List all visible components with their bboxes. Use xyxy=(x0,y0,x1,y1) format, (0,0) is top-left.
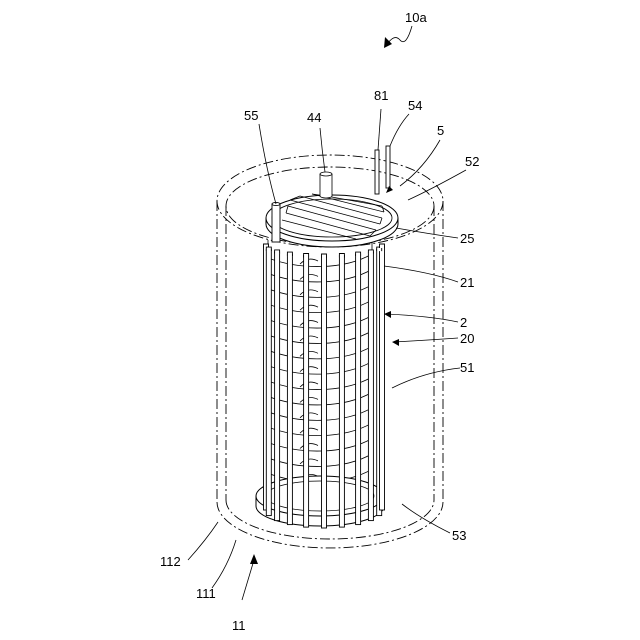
callout-25: 25 xyxy=(460,231,474,246)
figure-label: 10a xyxy=(405,10,427,25)
vertical-bar xyxy=(339,256,344,528)
terminal-pins xyxy=(375,146,390,194)
bar-head xyxy=(368,250,373,254)
vertical-bar xyxy=(368,252,373,521)
callout-81: 81 xyxy=(374,88,388,103)
pin-55 xyxy=(272,202,280,242)
bar-head xyxy=(380,244,385,248)
bar-head xyxy=(339,254,344,258)
bar-head xyxy=(356,252,361,256)
callout-5: 5 xyxy=(437,123,444,138)
bar-head xyxy=(304,254,309,258)
vertical-bar xyxy=(266,249,271,515)
vertical-bar xyxy=(356,254,361,524)
callout-44: 44 xyxy=(307,110,321,125)
vertical-bar xyxy=(275,252,280,521)
callout-53: 53 xyxy=(452,528,466,543)
callout-54: 54 xyxy=(408,98,422,113)
callout-51: 51 xyxy=(460,360,474,375)
callout-21: 21 xyxy=(460,275,474,290)
bar-head xyxy=(266,247,271,251)
top-disc xyxy=(266,194,398,247)
vertical-bar xyxy=(322,256,327,528)
callout-55: 55 xyxy=(244,108,258,123)
bar-head xyxy=(322,254,327,258)
vertical-bar xyxy=(380,246,385,510)
vertical-bar xyxy=(287,254,292,524)
post-44 xyxy=(320,172,332,198)
callout-11: 11 xyxy=(232,618,246,633)
vertical-bar xyxy=(304,256,309,528)
bar-head xyxy=(275,250,280,254)
callout-20: 20 xyxy=(460,331,474,346)
callout-2: 2 xyxy=(460,315,467,330)
callout-52: 52 xyxy=(465,154,479,169)
callout-111: 111 xyxy=(196,586,216,601)
callout-labels: 10a 81 54 55 44 5 52 25 21 2 20 51 53 11… xyxy=(160,10,479,633)
bar-head xyxy=(287,252,292,256)
callout-112: 112 xyxy=(160,554,181,569)
